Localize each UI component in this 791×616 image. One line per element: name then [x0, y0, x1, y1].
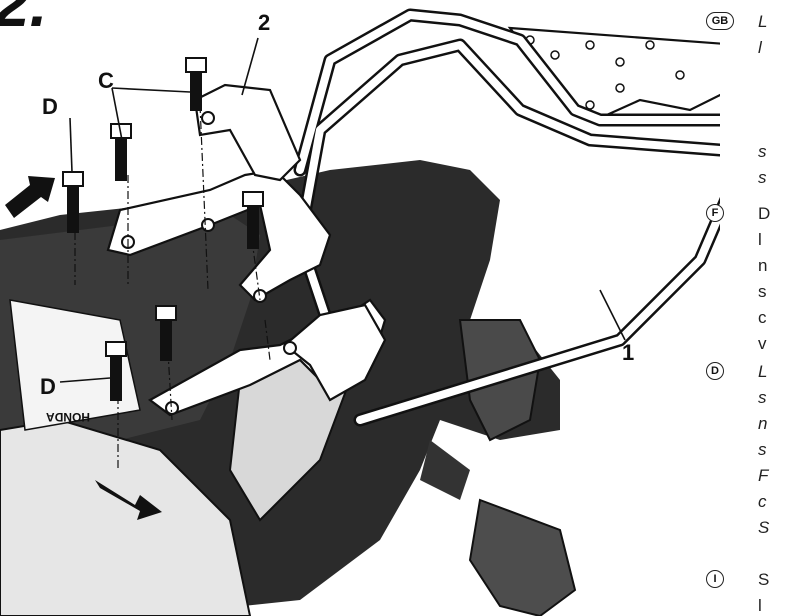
callout-bolts-d-top: D	[42, 94, 58, 119]
arrow-up-left-icon	[5, 176, 55, 218]
text-line: s	[758, 168, 767, 187]
text-line: v	[758, 334, 767, 353]
text-line: L	[758, 12, 768, 31]
text-line: l	[758, 230, 762, 249]
bolt-d-top	[62, 171, 84, 233]
arrow-down-right-icon	[95, 480, 162, 520]
owners-manual	[9, 299, 141, 431]
bolt-mid	[242, 191, 264, 249]
text-line: s	[758, 142, 767, 161]
text-line: L	[758, 362, 768, 381]
seat-sticker-text: HONDA	[46, 410, 90, 424]
language-badge-f: F	[706, 204, 724, 222]
bolts	[62, 57, 264, 401]
step-number: 2.	[0, 0, 48, 40]
text-line: c	[758, 308, 767, 327]
language-badge-i: I	[706, 570, 724, 588]
language-badge-d: D	[706, 362, 724, 380]
bolt-c-top	[185, 57, 207, 111]
language-text-column: GB L l s s F D l n s c v D L s n s F c S…	[700, 0, 791, 616]
text-line: n	[758, 414, 768, 433]
callout-bolts-c: C	[98, 68, 114, 93]
text-line: s	[758, 440, 767, 459]
bolt-d-bottom	[105, 341, 127, 401]
text-line: S	[758, 518, 770, 537]
rear-grab-bracket	[283, 303, 387, 402]
callout-bolts-d-bottom: D	[40, 374, 56, 399]
callout-frame: 1	[622, 340, 635, 365]
text-line: S	[758, 570, 770, 589]
language-badge-gb: GB	[706, 12, 734, 30]
luggage-rack-installation-illustration: HONDA	[0, 8, 720, 616]
turn-signal-lens	[468, 498, 577, 616]
text-line: F	[758, 466, 769, 485]
text-line: s	[758, 388, 767, 407]
text-line: c	[758, 492, 767, 511]
text-line: n	[758, 256, 768, 275]
bracket-arm	[193, 83, 302, 182]
leader-lines	[59, 37, 626, 383]
alignment-lines	[74, 104, 271, 470]
text-line: l	[758, 596, 762, 615]
text-line: l	[758, 38, 762, 57]
text-line: D	[758, 204, 771, 223]
turn-signal-stalk	[420, 440, 470, 500]
bolt-lower	[155, 305, 177, 361]
text-line: s	[758, 282, 767, 301]
callout-bracket: 2	[258, 10, 271, 35]
